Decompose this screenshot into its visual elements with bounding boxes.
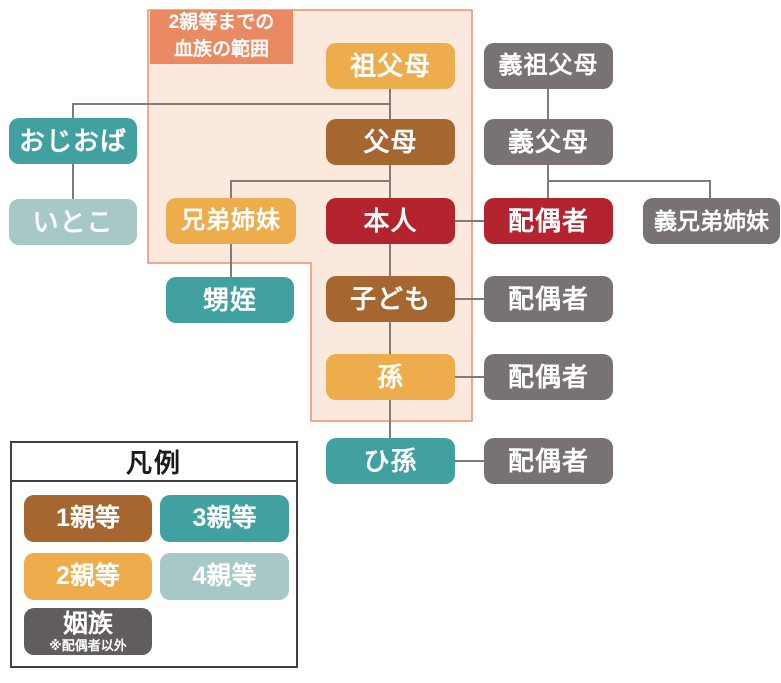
- node-grandchild-spouse: 配偶者: [484, 354, 613, 400]
- legend-title: 凡例: [12, 443, 296, 482]
- legend-chip-inlaw-note: ※配偶者以外: [49, 637, 127, 653]
- region-caption: 2親等までの 血族の範囲: [150, 10, 293, 64]
- connector-lines: [72, 89, 711, 462]
- node-inlaw-grandparents: 義祖父母: [484, 43, 613, 89]
- node-uncle-aunt: おじおば: [9, 118, 137, 164]
- node-child-spouse: 配偶者: [484, 276, 613, 322]
- region-caption-line2: 血族の範囲: [173, 39, 269, 60]
- region-caption-line1: 2親等までの: [168, 12, 275, 34]
- node-siblings: 兄弟姉妹: [166, 198, 296, 244]
- node-grandchild: 孫: [326, 354, 455, 400]
- node-cousin: いとこ: [9, 199, 137, 245]
- legend-chip-degree4: 4親等: [160, 553, 289, 600]
- legend-chip-inlaw-label: 姻族: [62, 609, 113, 638]
- node-self: 本人: [326, 198, 455, 244]
- legend-chip-inlaw: 姻族 ※配偶者以外: [24, 608, 152, 655]
- legend: 凡例 1親等 3親等 2親等 4親等 姻族 ※配偶者以外: [10, 441, 298, 668]
- node-nephew-niece: 甥姪: [166, 277, 294, 323]
- node-inlaw-siblings: 義兄弟姉妹: [643, 198, 780, 244]
- node-great-grandchild-spouse: 配偶者: [484, 438, 613, 484]
- node-great-grandchild: ひ孫: [326, 438, 455, 484]
- legend-chip-degree3: 3親等: [160, 495, 289, 542]
- node-parents: 父母: [326, 119, 455, 165]
- legend-chip-degree2: 2親等: [24, 553, 152, 600]
- node-child: 子ども: [326, 276, 455, 322]
- node-spouse: 配偶者: [484, 198, 613, 244]
- node-inlaw-parents: 義父母: [484, 119, 613, 165]
- node-grandparents: 祖父母: [326, 43, 455, 89]
- legend-chip-degree1: 1親等: [24, 495, 152, 542]
